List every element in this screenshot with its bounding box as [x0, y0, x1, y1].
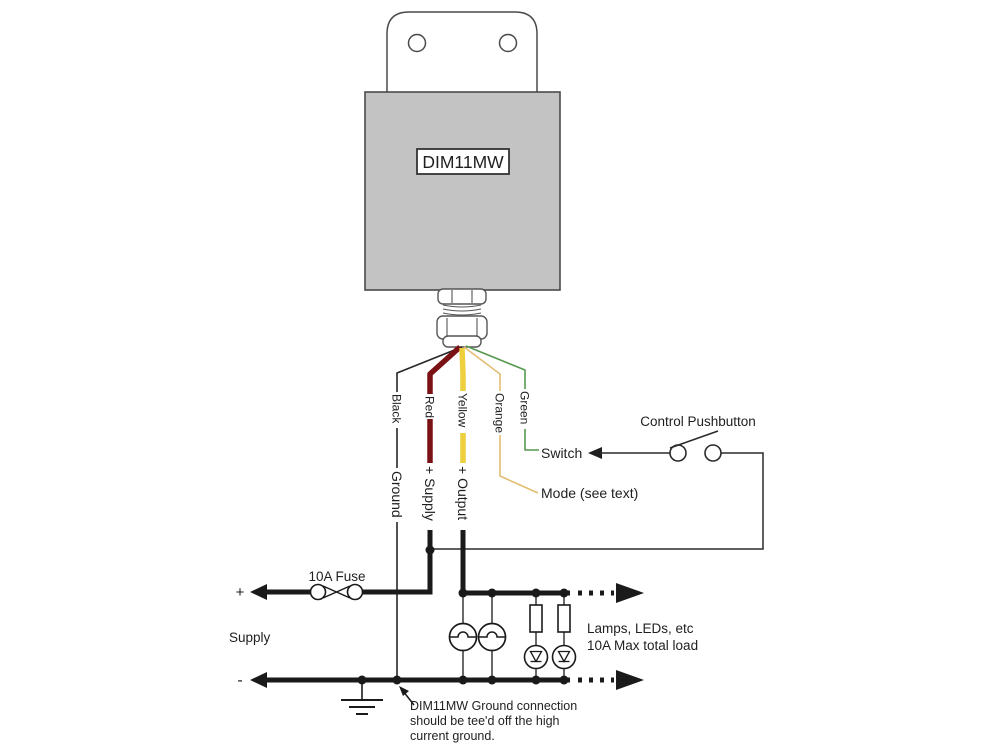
- switch-label: Switch: [541, 445, 582, 461]
- minus-sign: -: [237, 672, 242, 689]
- black-wire-label: Black: [390, 394, 404, 424]
- control-pushbutton-label: Control Pushbutton: [640, 414, 756, 429]
- led-2-circle: [551, 644, 577, 670]
- orange-label-bg: [493, 391, 507, 435]
- supply-feed-wire: [362, 530, 433, 595]
- ground-note-line1: DIM11MW Ground connection: [410, 699, 577, 713]
- lamp-2-filament: [479, 631, 505, 638]
- ground-note-line3: current ground.: [410, 729, 495, 743]
- junction-dot: [458, 675, 468, 685]
- black-wire: [396, 346, 463, 680]
- cable-gland: [436, 288, 488, 348]
- lamp-symbol-2: [477, 622, 507, 652]
- gland-thread: [442, 304, 482, 316]
- ground-label-bg: [388, 468, 404, 522]
- led-branch-2: [551, 604, 577, 670]
- load-label-line2: 10A Max total load: [587, 638, 698, 653]
- output-bus: [460, 530, 644, 603]
- gland-body-facets: [446, 318, 478, 336]
- red-wire-label: Red: [423, 396, 437, 418]
- bracket-hole-left: [407, 33, 427, 53]
- output-bus-arrowhead: [616, 583, 644, 603]
- yellow-wire-label: Yellow: [456, 393, 470, 428]
- lamp-2-circle: [477, 622, 507, 652]
- led-1-circle: [523, 644, 549, 670]
- module-body: [364, 91, 561, 291]
- resistor-1: [529, 604, 543, 633]
- junction-dot: [531, 675, 541, 685]
- module-nameplate: [416, 148, 510, 175]
- lamp-symbol-1: [448, 622, 478, 652]
- pushbutton-contact-right: [704, 444, 722, 462]
- load-label-line1: Lamps, LEDs, etc: [587, 621, 694, 636]
- red-wire: [427, 344, 462, 463]
- yellow-label-bg: [455, 391, 470, 433]
- dimmer-module: DIM11MW: [364, 11, 561, 348]
- junction-dots: [357, 588, 569, 685]
- wire-color-labels: Black Red Yellow Orange Green: [390, 389, 532, 435]
- supply-label-bg: [421, 463, 438, 527]
- output-label-bg: [454, 463, 471, 527]
- green-label-bg: [518, 389, 532, 429]
- supply-function-label: + Supply: [422, 466, 438, 521]
- red-label-bg: [422, 394, 436, 419]
- plus-sign: +: [236, 584, 245, 601]
- bracket-hole-right: [498, 33, 518, 53]
- junction-dot: [559, 675, 569, 685]
- ground-bus-arrowhead: [250, 672, 267, 688]
- supply-label: Supply: [229, 630, 271, 645]
- pushbutton-circuit: [434, 430, 764, 550]
- switch-arrowhead: [588, 447, 602, 459]
- fuse-terminal-left: [309, 583, 327, 601]
- gland-cap: [442, 335, 482, 348]
- junction-dot-supply-switch: [425, 545, 435, 555]
- junction-dot: [458, 588, 468, 598]
- ground-bus-right-arrowhead: [616, 670, 644, 690]
- led-1-triangle: [529, 650, 543, 663]
- resistor-2: [557, 604, 571, 633]
- module-label: DIM11MW: [422, 152, 504, 172]
- output-function-label: + Output: [455, 466, 471, 520]
- load-branches: [448, 593, 577, 680]
- callout-arrowhead: [399, 686, 409, 696]
- lamp-1-filament: [450, 631, 476, 638]
- ground-note-callout: DIM11MW Ground connection should be tee'…: [399, 686, 577, 743]
- fuse-terminal-right: [346, 583, 364, 601]
- wire-function-labels: Ground + Supply + Output: [388, 463, 471, 527]
- junction-dot: [559, 588, 569, 598]
- pushbutton-lever: [669, 430, 719, 449]
- pushbutton-return-line: [434, 452, 764, 550]
- led-branch-1: [523, 604, 549, 670]
- junction-dot: [392, 675, 402, 685]
- ground-bus: [250, 670, 644, 690]
- black-label-bg: [390, 392, 403, 428]
- positive-supply-rail: [250, 530, 435, 601]
- gland-top-facets: [451, 290, 473, 303]
- plus-rail-arrowhead: [250, 584, 267, 600]
- junction-dot: [357, 675, 367, 685]
- gland-top-nut: [437, 288, 487, 305]
- mode-label: Mode (see text): [541, 485, 638, 501]
- junction-dot: [487, 588, 497, 598]
- ground-function-label: Ground: [389, 471, 405, 518]
- fuse-symbol: [309, 583, 364, 601]
- fuse-label: 10A Fuse: [308, 569, 365, 584]
- yellow-wire: [459, 347, 466, 463]
- orange-wire-label: Orange: [493, 393, 507, 433]
- mounting-bracket: [386, 11, 538, 95]
- junction-dot: [487, 675, 497, 685]
- earth-ground-symbol: [341, 680, 383, 715]
- junction-dot: [531, 588, 541, 598]
- ground-note-line2: should be tee'd off the high: [410, 714, 560, 728]
- led-2-triangle: [557, 650, 571, 663]
- lamp-1-circle: [448, 622, 478, 652]
- fuse-cross: [322, 585, 351, 599]
- green-wire-label: Green: [518, 391, 532, 424]
